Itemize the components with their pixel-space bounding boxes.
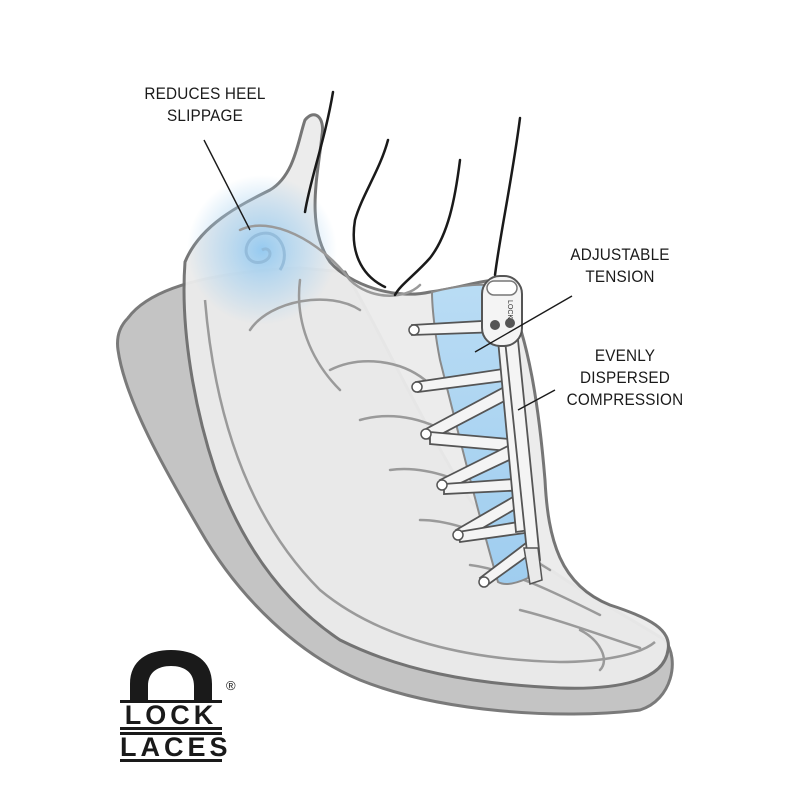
callout-even-compression: EVENLY DISPERSED COMPRESSION [549, 345, 702, 411]
lace-end-tip [523, 547, 543, 585]
logo-word-lock: LOCK [120, 700, 222, 730]
callout-heel-slippage: REDUCES HEEL SLIPPAGE [129, 83, 282, 127]
padlock-shackle-icon [130, 650, 212, 700]
callout-tension-line-1: ADJUSTABLE [570, 245, 670, 264]
callout-compression-line-2: DISPERSED [579, 368, 671, 387]
ankle-lines [303, 90, 522, 297]
registered-mark: ® [226, 678, 236, 693]
lock-clip [481, 275, 523, 347]
callout-tension-line-2: TENSION [585, 267, 655, 286]
heel-swirl [244, 231, 286, 271]
callout-compression-line-1: EVENLY [594, 346, 656, 365]
lock-clip-text: LOCK [506, 300, 513, 319]
lace-eyelets [408, 324, 490, 588]
callout-heel-line-1: REDUCES HEEL [144, 84, 266, 103]
callout-compression-line-3: COMPRESSION [566, 390, 684, 409]
callout-adjustable-tension: ADJUSTABLE TENSION [553, 244, 688, 288]
callout-heel-line-2: SLIPPAGE [167, 106, 243, 125]
callout-leaders [203, 139, 573, 411]
shoe-inner-line [203, 299, 656, 664]
logo-word-laces: LACES [120, 732, 232, 762]
lock-laces-logo: LOCK LACES ® [120, 648, 245, 766]
